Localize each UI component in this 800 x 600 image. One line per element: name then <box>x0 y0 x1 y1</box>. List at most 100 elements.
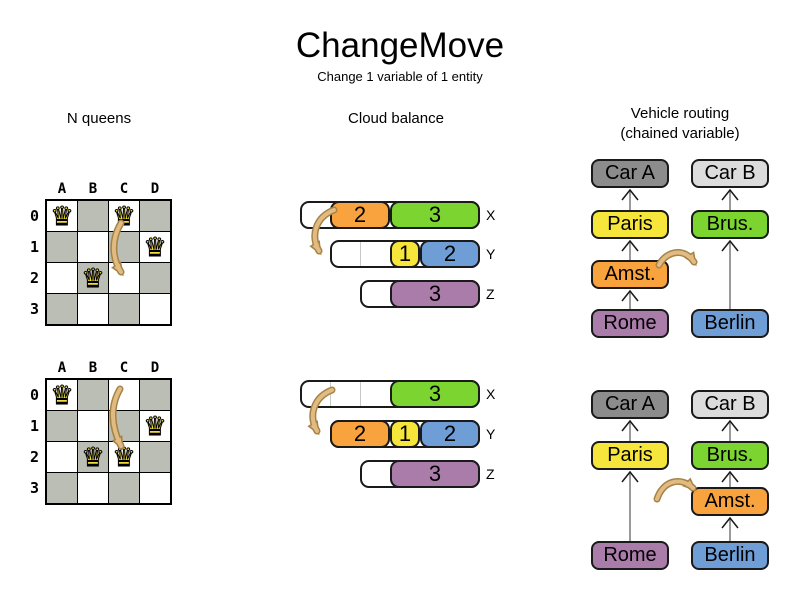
chessboard <box>45 378 172 505</box>
board-cell <box>78 473 108 503</box>
board-row-header: 3 <box>29 300 39 318</box>
board-cell <box>78 201 108 231</box>
board-cell <box>140 411 170 441</box>
board-cell <box>47 380 77 410</box>
board-cell <box>109 473 139 503</box>
board-col-header: A <box>57 181 67 197</box>
stop-box: Paris <box>591 210 669 239</box>
process-block: 2 <box>330 201 390 229</box>
chain-link-arrowhead <box>621 470 639 483</box>
board-cell <box>47 201 77 231</box>
chain-link-arrowhead <box>721 419 739 432</box>
process-block: 1 <box>390 240 420 268</box>
column-header-vehicle-line2: (chained variable) <box>620 125 740 142</box>
column-header-vehicle: Vehicle routing (chained variable) <box>580 104 780 144</box>
board-row-header: 1 <box>29 417 39 435</box>
queen-icon: ♛ <box>50 201 74 232</box>
chain-link-arrowhead <box>621 188 639 201</box>
board-cell <box>109 411 139 441</box>
stop-box: Rome <box>591 541 669 570</box>
board-col-header: A <box>57 360 67 376</box>
board-col-header: C <box>119 181 129 197</box>
move-arrow-outline <box>653 477 697 503</box>
board-cell <box>109 380 139 410</box>
board-cell <box>47 442 77 472</box>
board-cell <box>140 473 170 503</box>
stop-box: Berlin <box>691 541 769 570</box>
process-block: 2 <box>330 420 390 448</box>
board-col-header: C <box>119 360 129 376</box>
board-cell <box>47 232 77 262</box>
computer-label: Y <box>486 426 496 442</box>
chain-link-arrowhead <box>721 516 739 529</box>
board-cell <box>140 380 170 410</box>
page-subtitle: Change 1 variable of 1 entity <box>317 69 483 84</box>
process-block: 2 <box>420 420 480 448</box>
chain-link-arrowhead <box>721 239 739 252</box>
queen-icon: ♛ <box>143 411 167 442</box>
board-cell <box>109 294 139 324</box>
board-cell <box>47 411 77 441</box>
process-block: 3 <box>390 280 480 308</box>
queen-icon: ♛ <box>81 442 105 473</box>
board-col-header: B <box>88 360 98 376</box>
chain-link-arrowhead <box>721 188 739 201</box>
chain-link-arrowhead <box>621 239 639 252</box>
stop-box: Brus. <box>691 441 769 470</box>
computer-label: Z <box>486 286 495 302</box>
process-block: 3 <box>390 460 480 488</box>
board-col-header: D <box>150 360 160 376</box>
process-block: 1 <box>390 420 420 448</box>
process-block: 2 <box>420 240 480 268</box>
queen-icon: ♛ <box>81 263 105 294</box>
capacity-unit-divider <box>360 382 361 406</box>
chain-link-arrowhead <box>621 419 639 432</box>
computer-label: X <box>486 386 496 402</box>
vehicle-box: Car B <box>691 159 769 188</box>
queen-icon: ♛ <box>112 442 136 473</box>
process-block: 3 <box>390 201 480 229</box>
board-row-header: 3 <box>29 479 39 497</box>
computer-label: Z <box>486 466 495 482</box>
column-header-vehicle-line1: Vehicle routing <box>630 105 730 122</box>
board-cell <box>47 294 77 324</box>
board-cell <box>140 294 170 324</box>
page-title: ChangeMove <box>295 26 505 65</box>
board-row-header: 1 <box>29 238 39 256</box>
move-arrow <box>655 479 695 501</box>
board-cell <box>78 442 108 472</box>
board-cell <box>78 294 108 324</box>
stop-box: Berlin <box>691 309 769 338</box>
board-cell <box>109 263 139 293</box>
board-col-header: D <box>150 181 160 197</box>
vehicle-box: Car A <box>591 159 669 188</box>
board-cell <box>47 473 77 503</box>
board-row-header: 2 <box>29 269 39 287</box>
board-col-header: B <box>88 181 98 197</box>
board-cell <box>78 380 108 410</box>
computer-label: X <box>486 207 496 223</box>
computer-label: Y <box>486 246 496 262</box>
process-block: 3 <box>390 380 480 408</box>
queen-icon: ♛ <box>112 201 136 232</box>
queen-icon: ♛ <box>50 380 74 411</box>
column-header-nqueens: N queens <box>66 110 132 127</box>
stop-box: Rome <box>591 309 669 338</box>
chessboard <box>45 199 172 326</box>
vehicle-box: Car A <box>591 390 669 419</box>
chain-link-arrowhead <box>721 470 739 483</box>
board-row-header: 2 <box>29 448 39 466</box>
capacity-unit-divider <box>360 242 361 266</box>
capacity-unit-divider <box>330 382 331 406</box>
board-row-header: 0 <box>29 386 39 404</box>
chain-link-arrowhead <box>621 289 639 302</box>
board-row-header: 0 <box>29 207 39 225</box>
stop-box: Amst. <box>591 260 669 289</box>
board-cell <box>47 263 77 293</box>
board-cell <box>140 442 170 472</box>
column-header-cloud: Cloud balance <box>348 110 444 127</box>
board-cell <box>140 201 170 231</box>
board-cell <box>109 232 139 262</box>
board-cell <box>78 411 108 441</box>
